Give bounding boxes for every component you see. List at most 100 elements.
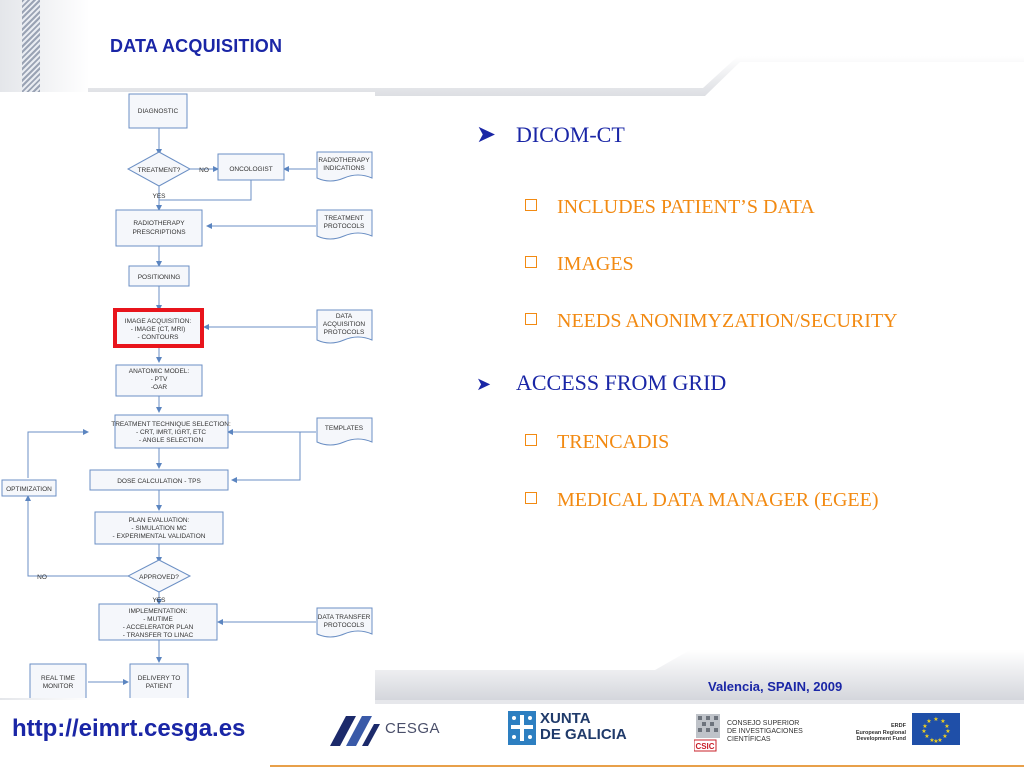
- arrow-bullet-icon: ➤: [476, 122, 497, 148]
- label-technique-3: - ANGLE SELECTION: [139, 437, 204, 444]
- label-prescriptions-1: RADIOTHERAPY: [133, 220, 185, 227]
- label-no: NO: [199, 167, 209, 174]
- slide-title: DATA ACQUISITION: [110, 36, 283, 56]
- doc-data-acquisition: [316, 309, 373, 344]
- node-plan-eval: [94, 511, 224, 545]
- label-impl-4: - TRANSFER TO LINAC: [123, 632, 194, 639]
- svg-text:★: ★: [929, 737, 934, 744]
- csic-logo-icon: CSIC: [694, 714, 720, 752]
- label-anatomic-3: -OAR: [151, 384, 168, 391]
- sub-bullet-images: IMAGES: [525, 253, 634, 276]
- flowchart: DIAGNOSTIC TREATMENT? NO YES ONCOLOGIST …: [0, 92, 375, 698]
- flowchart-svg: DIAGNOSTIC TREATMENT? NO YES ONCOLOGIST …: [1, 93, 373, 698]
- label-dtp-2: PROTOCOLS: [324, 622, 365, 629]
- svg-text:★: ★: [944, 723, 949, 730]
- sub-bullet-trencadis: TRENCADIS: [525, 431, 669, 454]
- svg-text:★: ★: [937, 737, 942, 744]
- decision-treatment: [126, 151, 192, 187]
- node-delivery: [129, 663, 189, 698]
- cesga-logo-text: CESGA: [385, 720, 441, 737]
- eu-flag-icon: ★★★ ★★★ ★★★ ★★★: [912, 713, 960, 745]
- label-dtp-1: DATA TRANSFER: [318, 614, 371, 621]
- bullet-grid: ➤ ACCESS FROM GRID: [476, 370, 726, 396]
- label-delivery-2: PATIENT: [146, 683, 173, 690]
- decision-approved: [126, 559, 192, 593]
- label-delivery-1: DELIVERY TO: [138, 675, 181, 682]
- svg-text:★: ★: [924, 733, 929, 740]
- square-bullet-icon: [525, 434, 537, 446]
- svg-text:★: ★: [921, 728, 926, 735]
- label-tprotocols-1: TREATMENT: [324, 215, 363, 222]
- label-realtime-1: REAL TIME: [41, 675, 76, 682]
- node-image-acquisition-highlight: [113, 308, 204, 348]
- svg-text:★: ★: [922, 723, 927, 730]
- label-yes: YES: [152, 193, 166, 200]
- label-dap-3: PROTOCOLS: [324, 329, 365, 336]
- square-bullet-icon: [525, 313, 537, 325]
- label-dose: DOSE CALCULATION - TPS: [117, 478, 201, 485]
- sub-bullet-patient-data: INCLUDES PATIENT’S DATA: [525, 196, 815, 219]
- label-impl-2: - MUTIME: [143, 616, 173, 623]
- label-technique-2: - CRT, IMRT, IGRT, ETC: [136, 429, 206, 436]
- sub-bullet-mdm: MEDICAL DATA MANAGER (EGEE): [525, 489, 879, 512]
- svg-text:★: ★: [945, 728, 950, 735]
- svg-text:★: ★: [942, 733, 947, 740]
- label-imageacq-2: - IMAGE (CT, MRI): [131, 326, 186, 333]
- label-yes2: YES: [152, 597, 166, 604]
- label-indications-1: RADIOTHERAPY: [318, 157, 370, 164]
- node-optimization: [1, 479, 57, 497]
- label-imageacq-1: IMAGE ACQUISITION:: [125, 318, 192, 325]
- doc-rt-indications: [316, 151, 373, 182]
- label-positioning: POSITIONING: [138, 274, 181, 281]
- label-dap-1: DATA: [336, 313, 353, 320]
- label-prescriptions-2: PRESCRIPTIONS: [132, 229, 186, 236]
- label-anatomic-2: - PTV: [151, 376, 168, 383]
- label-imageacq-3: - CONTOURS: [137, 334, 179, 341]
- xunta-logo-icon: [508, 711, 536, 745]
- decorative-stripes: [22, 0, 40, 92]
- label-indications-2: INDICATIONS: [323, 165, 365, 172]
- node-technique: [114, 414, 229, 449]
- label-anatomic-1: ANATOMIC MODEL:: [129, 368, 190, 375]
- label-plan-1: PLAN EVALUATION:: [129, 517, 190, 524]
- label-realtime-2: MONITOR: [43, 683, 74, 690]
- label-impl-3: - ACCELERATOR PLAN: [123, 624, 194, 631]
- bullet-dicom: ➤ DICOM-CT: [476, 120, 625, 149]
- svg-text:★: ★: [933, 738, 938, 745]
- xunta-logo-text: XUNTA DE GALICIA: [540, 710, 627, 743]
- url-link[interactable]: http://eimrt.cesga.es: [12, 715, 246, 742]
- label-optimization: OPTIMIZATION: [6, 486, 52, 493]
- label-plan-2: - SIMULATION MC: [131, 525, 186, 532]
- doc-treatment-protocols: [316, 209, 373, 240]
- location-text: Valencia, SPAIN, 2009: [708, 679, 843, 694]
- label-no2: NO: [37, 574, 47, 581]
- label-dap-2: ACQUISITION: [323, 321, 366, 328]
- arrow-bullet-icon: ➤: [476, 374, 492, 394]
- label-impl-1: IMPLEMENTATION:: [129, 608, 188, 615]
- square-bullet-icon: [525, 199, 537, 211]
- label-technique-1: TREATMENT TECHNIQUE SELECTION:: [111, 421, 231, 428]
- csic-badge-text: CSIC: [695, 742, 714, 751]
- svg-text:★: ★: [933, 716, 938, 723]
- label-approved: APPROVED?: [139, 574, 179, 581]
- square-bullet-icon: [525, 256, 537, 268]
- erdf-logo-text: ERDF European Regional Development Fund: [855, 723, 906, 742]
- node-realtime: [29, 663, 87, 698]
- label-treatment: TREATMENT?: [138, 167, 181, 174]
- csic-logo-text: CONSEJO SUPERIOR DE INVESTIGACIONES CIEN…: [727, 720, 803, 743]
- node-oncologist: [217, 153, 285, 181]
- label-oncologist: ONCOLOGIST: [229, 166, 272, 173]
- bullet-grid-label: ACCESS FROM GRID: [516, 370, 727, 395]
- sub-bullet-anonymization: NEEDS ANONIMYZATION/SECURITY: [525, 310, 898, 333]
- doc-templates: [316, 417, 373, 446]
- label-templates: TEMPLATES: [325, 425, 364, 432]
- node-anatomic: [115, 364, 203, 397]
- svg-text:★: ★: [940, 718, 945, 725]
- bottom-divider: [270, 765, 1024, 767]
- bullet-dicom-label: DICOM-CT: [516, 122, 625, 147]
- node-implementation: [98, 603, 218, 641]
- label-tprotocols-2: PROTOCOLS: [324, 223, 365, 230]
- node-diagnostic: [128, 93, 188, 129]
- node-positioning: [128, 265, 190, 287]
- node-dose: [89, 469, 229, 491]
